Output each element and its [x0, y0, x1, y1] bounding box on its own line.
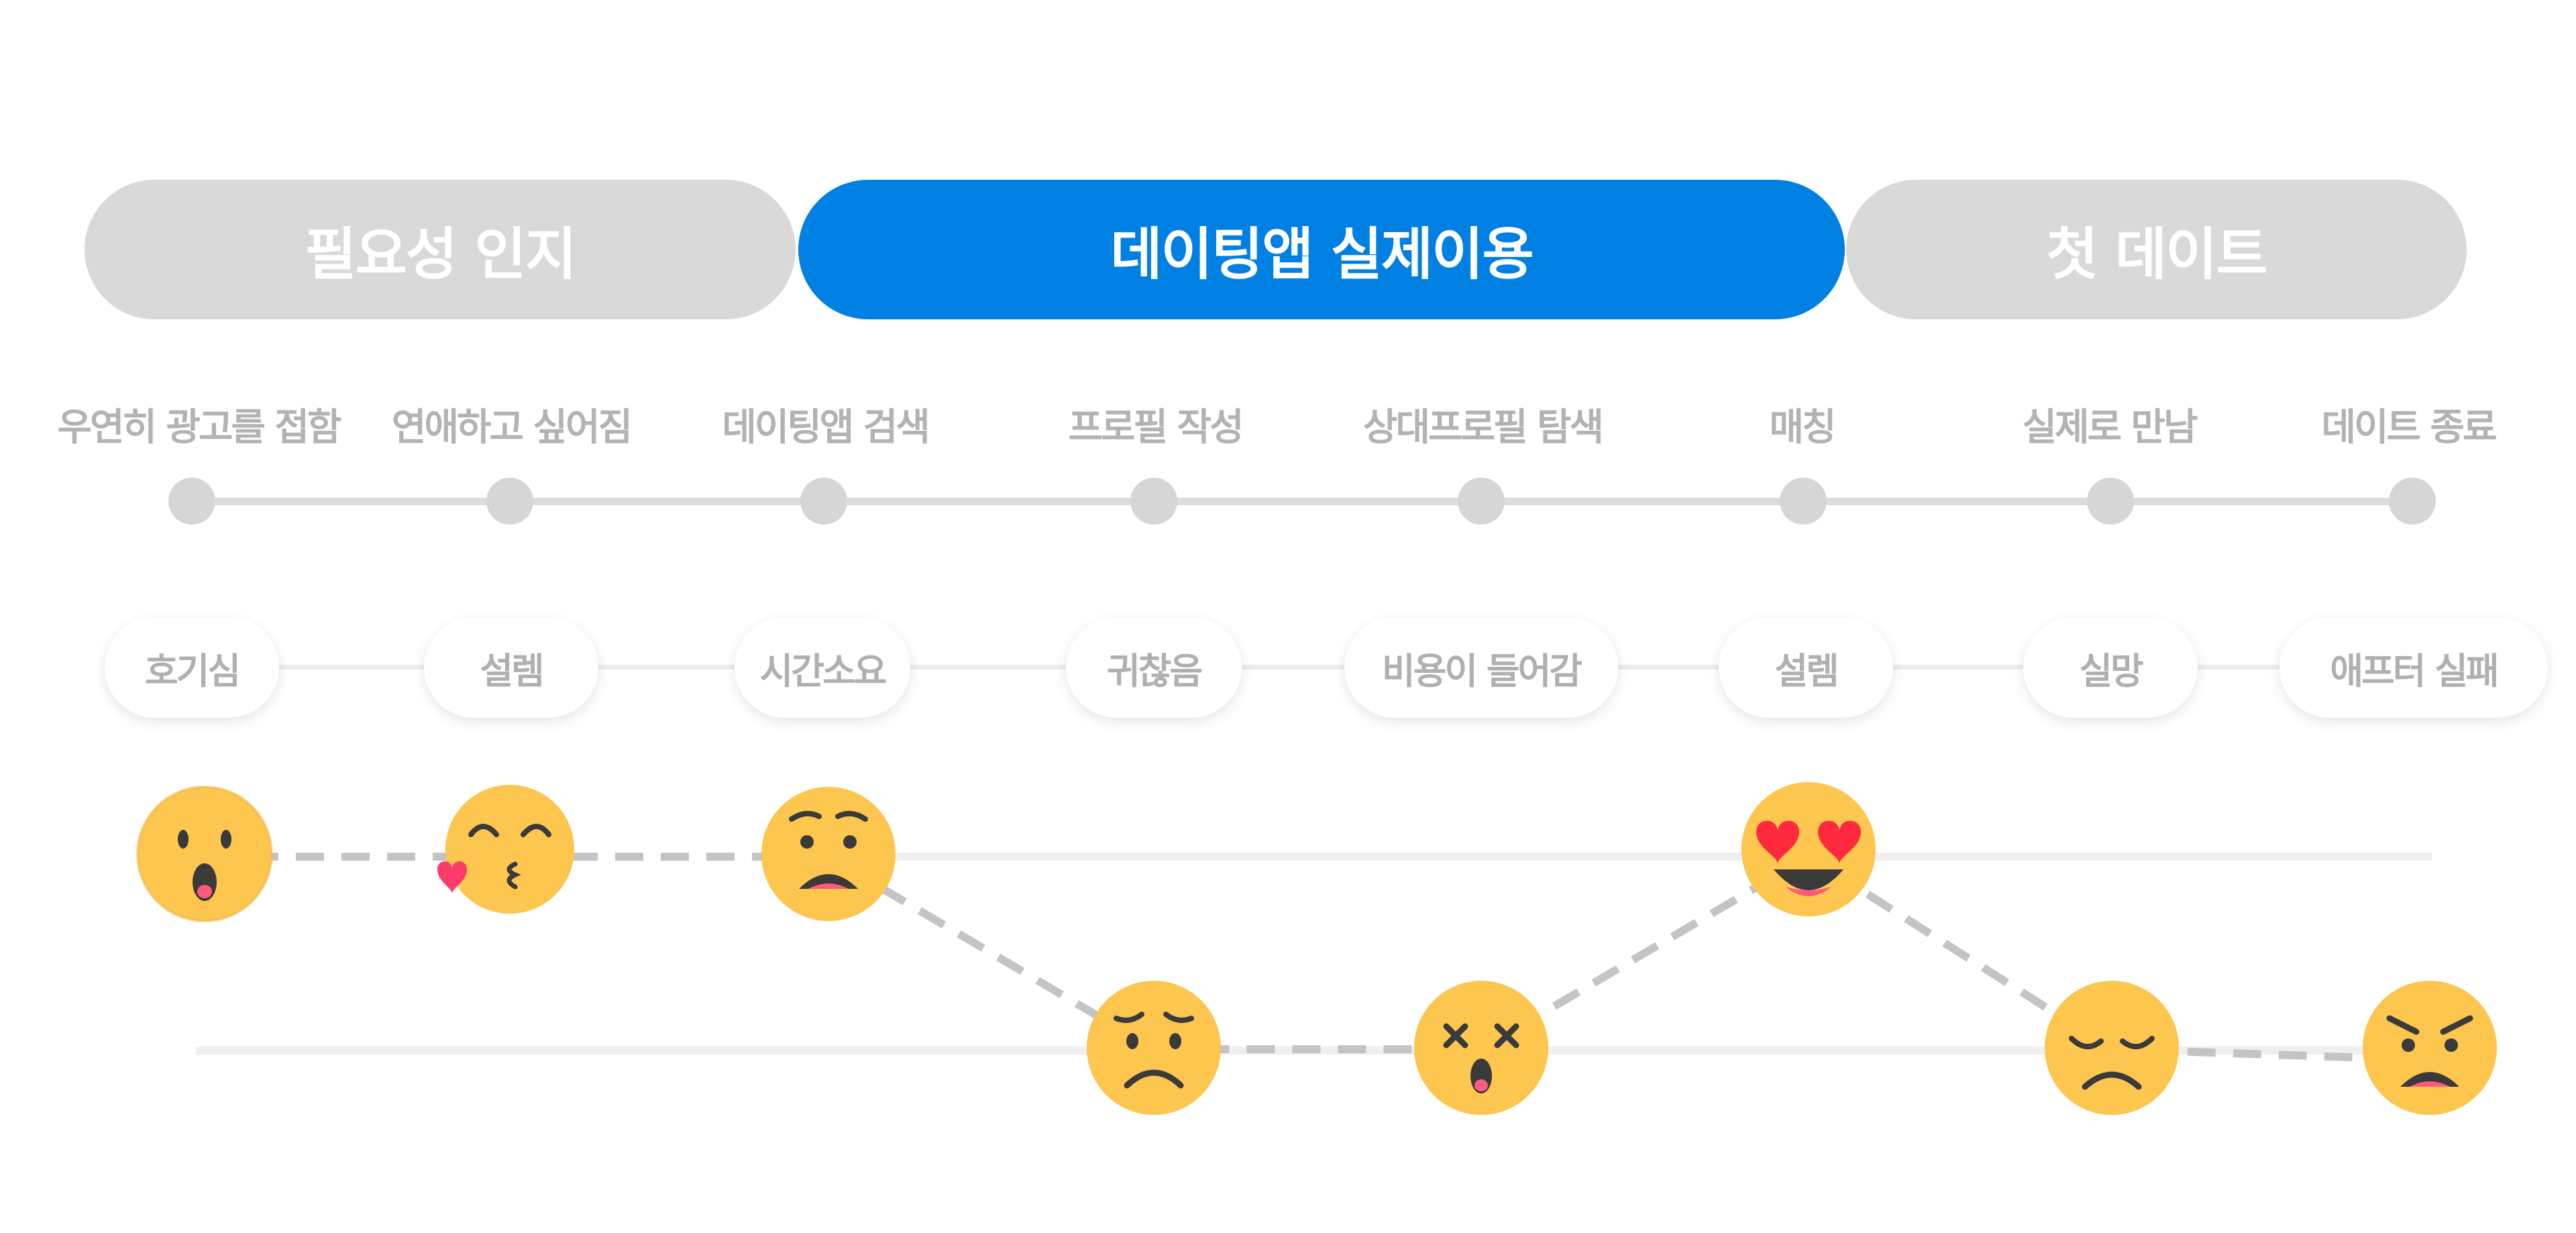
phase-first-date: 첫 데이트: [1846, 180, 2467, 319]
emotion-pill-excitement: 설렘: [424, 617, 598, 718]
step-label-6: 매칭: [1769, 406, 1836, 449]
phase-label: 데이팅앱 실제이용: [1110, 221, 1534, 287]
step-label-8: 데이트 종료: [2321, 406, 2497, 449]
angry-face-icon: [2363, 981, 2497, 1115]
emotion-pill-after-failure: 애프터 실패: [2279, 617, 2548, 718]
emotion-pill-excitement-2: 설렘: [1719, 617, 1893, 718]
emotion-label: 설렘: [1774, 649, 1839, 692]
timeline-dot: [1130, 478, 1177, 525]
timeline-dot: [1458, 478, 1505, 525]
timeline-line: [191, 498, 2412, 505]
step-label-7: 실제로 만남: [2022, 406, 2198, 449]
emotion-label: 애프터 실패: [2330, 649, 2499, 692]
phase-dating-app-use: 데이팅앱 실제이용: [798, 180, 1845, 319]
emotion-label: 호기심: [144, 649, 241, 692]
timeline-dot: [800, 478, 847, 525]
timeline-dot: [486, 478, 533, 525]
timeline-dot: [2389, 478, 2436, 525]
emotion-pill-annoyance: 귀찮음: [1066, 617, 1242, 718]
timeline-dot: [2087, 478, 2134, 525]
emotion-label: 비용이 들어감: [1382, 649, 1582, 692]
worried-face-icon: [1087, 981, 1221, 1115]
step-label-5: 상대프로필 탐색: [1362, 406, 1604, 449]
surprised-face-icon: [136, 786, 273, 922]
heart-eyes-face-icon: [1741, 782, 1876, 916]
step-label-3: 데이팅앱 검색: [722, 406, 930, 449]
kissing-face-icon: [437, 785, 574, 914]
disappointed-face-icon: [2045, 981, 2179, 1115]
dizzy-face-icon: [1414, 981, 1548, 1115]
step-label-4: 프로필 작성: [1068, 406, 1244, 449]
emotion-pill-curiosity: 호기심: [105, 617, 279, 718]
emotion-pill-disappointment: 실망: [2023, 617, 2198, 718]
timeline-dot: [1780, 478, 1827, 525]
step-label-2: 연애하고 싶어짐: [391, 406, 633, 449]
emotion-connector-line: [195, 665, 2415, 669]
emotion-label: 실망: [2079, 649, 2143, 692]
phase-label: 첫 데이트: [2046, 221, 2267, 287]
step-label-1: 우연히 광고를 접함: [57, 406, 341, 449]
emotion-pill-time-consuming: 시간소요: [735, 617, 910, 718]
emotion-label: 설렘: [480, 649, 544, 692]
emotion-label: 귀찮음: [1106, 649, 1203, 692]
emotion-label: 시간소요: [759, 649, 888, 692]
anguished-face-icon: [761, 787, 896, 921]
timeline-dot: [168, 478, 215, 525]
emotion-pill-cost: 비용이 들어감: [1344, 617, 1618, 718]
phase-label: 필요성 인지: [305, 221, 577, 287]
phase-need-recognition: 필요성 인지: [85, 180, 796, 319]
